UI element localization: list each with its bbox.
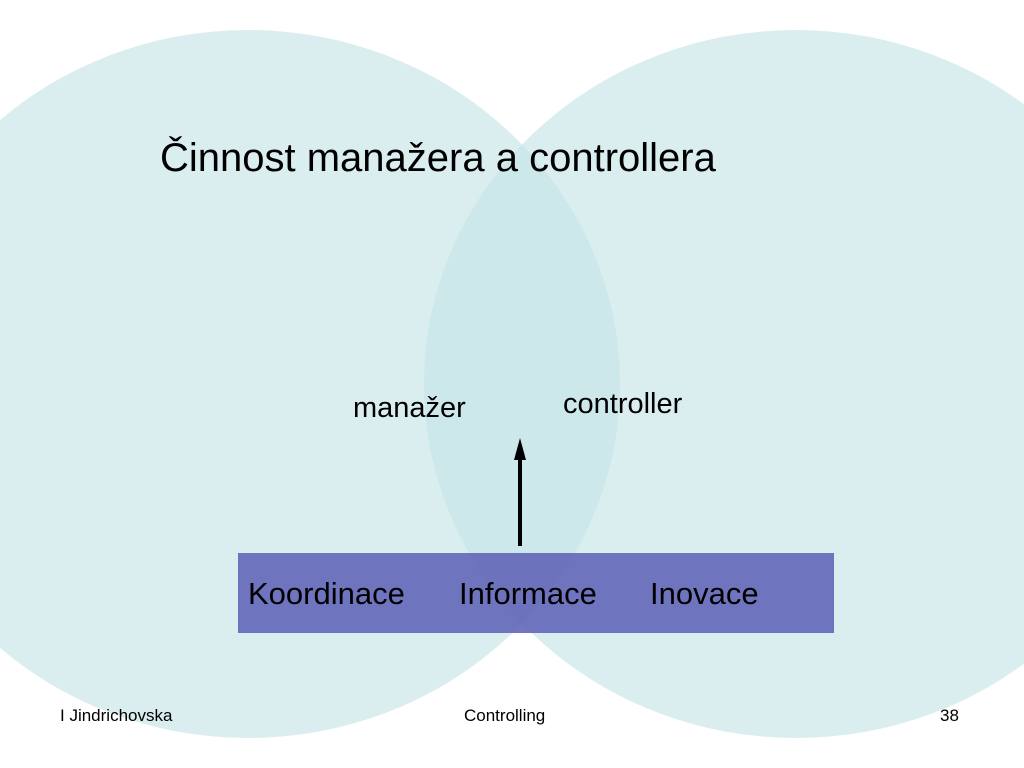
band-item-inovace: Inovace — [650, 576, 759, 611]
slide-title: Činnost manažera a controllera — [160, 136, 716, 180]
band-item-koordinace: Koordinace — [248, 576, 405, 611]
manager-label: manažer — [353, 392, 466, 424]
up-arrow-icon — [514, 438, 526, 546]
band-item-informace: Informace — [459, 576, 597, 611]
controller-label: controller — [563, 388, 683, 420]
page-number: 38 — [940, 706, 959, 725]
activities-band — [238, 553, 834, 633]
footer-author: I Jindrichovska — [60, 706, 173, 725]
footer-topic: Controlling — [464, 706, 546, 725]
